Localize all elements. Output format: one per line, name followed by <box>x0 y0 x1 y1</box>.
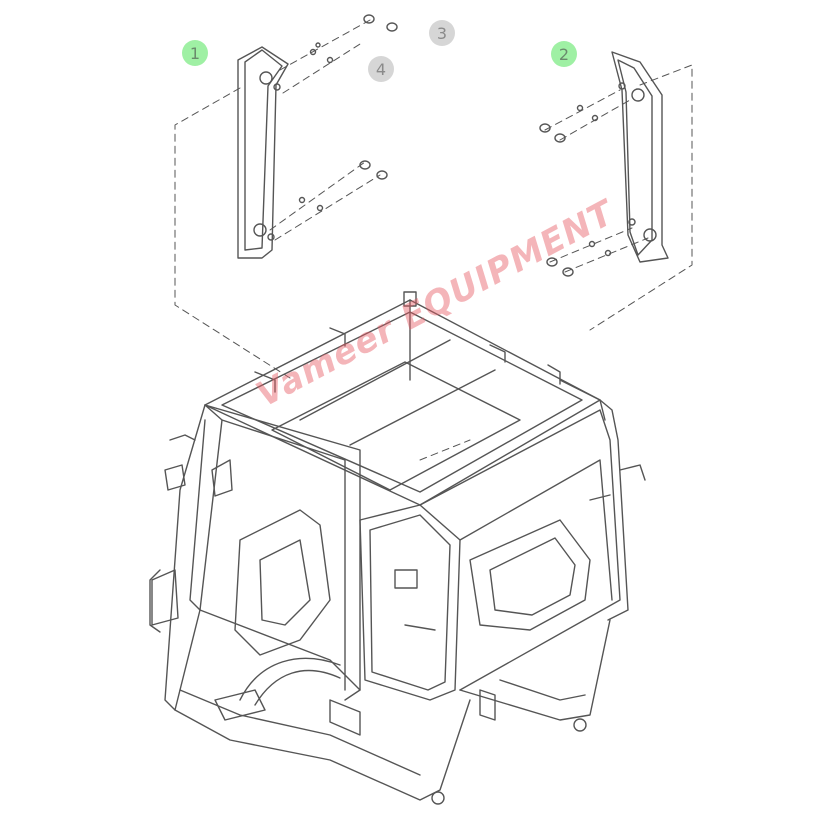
cab-left-side <box>149 404 361 711</box>
callout-3-label: 3 <box>436 23 448 43</box>
callout-1: 1 <box>182 40 208 66</box>
pillar-trim-left <box>237 46 289 259</box>
cab-roof-frame <box>204 291 601 506</box>
fasteners-right <box>539 104 612 277</box>
callout-4-label: 4 <box>375 59 387 79</box>
leader-lines-left <box>174 19 381 379</box>
callout-2-label: 2 <box>558 44 570 64</box>
callout-1-label: 1 <box>189 43 201 63</box>
cab-floor-frame <box>174 619 611 805</box>
callout-2: 2 <box>551 41 577 67</box>
cab-front-frame <box>359 504 461 701</box>
fasteners-left <box>298 14 398 212</box>
pillar-trim-right <box>611 51 669 263</box>
cab-right-side <box>419 379 646 691</box>
callout-3: 3 <box>429 20 455 46</box>
callout-4: 4 <box>368 56 394 82</box>
